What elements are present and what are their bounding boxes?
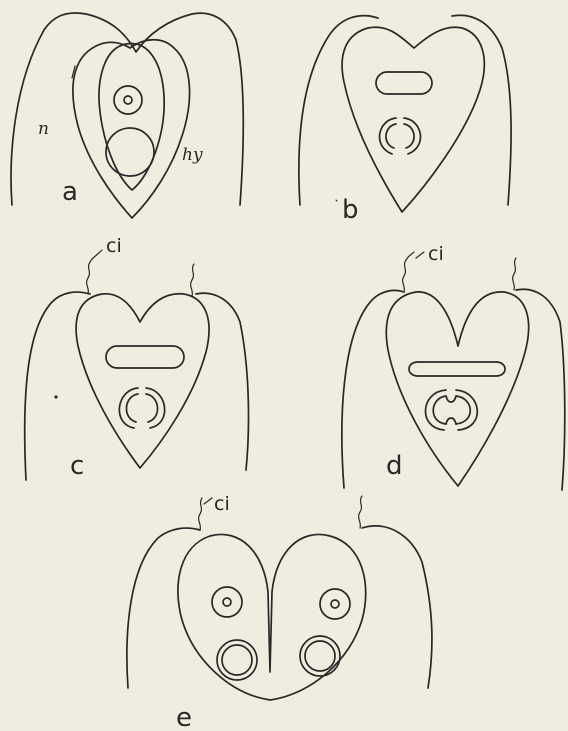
- label-n: n: [38, 119, 49, 139]
- panel-e-nucleus-right-core: [331, 600, 339, 608]
- panel-e-cilium-left: [199, 498, 202, 530]
- panel-d: ci d: [342, 243, 565, 490]
- panel-d-label: d: [386, 451, 403, 481]
- panel-e-body: [178, 534, 366, 700]
- panel-d-ci-leader: [416, 252, 424, 258]
- panel-e-nucleus-right: [320, 589, 350, 619]
- panel-c: ci c: [25, 235, 249, 481]
- panel-a-lower-sphere: [106, 128, 154, 176]
- panel-e-label: e: [176, 703, 192, 731]
- panel-a-label: a: [62, 177, 78, 207]
- panel-e-nucleus-left-core: [223, 598, 231, 606]
- panel-d-cilium-right: [513, 258, 516, 290]
- panel-c-heart: [76, 294, 209, 468]
- panel-d-nucleus-right-inner: [456, 396, 470, 424]
- panel-b-outer-tissue: [299, 16, 378, 205]
- panel-e-ring-left-inner: [222, 645, 252, 675]
- panel-b-ring-left-inner: [386, 124, 396, 148]
- panel-d-nucleus-left-inner: [433, 396, 446, 424]
- panel-c-cilium-left: [87, 250, 102, 294]
- panel-a-nucleus-center: [124, 96, 132, 104]
- panel-d-outer-right: [516, 289, 565, 490]
- panel-c-label: c: [70, 451, 84, 481]
- panel-b-ring-right-inner: [404, 124, 414, 148]
- panel-a-inner-cell: [99, 44, 164, 190]
- panel-e-outer-right: [362, 526, 432, 688]
- panel-b-label: b: [342, 195, 359, 225]
- panel-d-cilium-left: [403, 252, 414, 292]
- panel-b-heart: [342, 27, 484, 212]
- panel-b-outer-tissue-right: [452, 15, 511, 205]
- panel-e-nucleus-left: [212, 587, 242, 617]
- panel-d-vacuole: [409, 362, 505, 376]
- panel-c-cilium-right: [191, 264, 194, 296]
- panel-e-cilium-right: [359, 496, 362, 528]
- panel-e-ci-leader: [204, 498, 212, 504]
- panel-e-ring-right-inner: [305, 641, 335, 671]
- panel-a: n hy a: [11, 13, 243, 218]
- panel-d-heart: [386, 292, 528, 486]
- panel-a-nucleus-ring: [114, 86, 142, 114]
- panel-c-vacuole: [106, 346, 184, 368]
- panel-c-ring-left-inner: [126, 394, 138, 422]
- label-hy: hy: [182, 145, 203, 165]
- label-ci-c: ci: [106, 235, 122, 257]
- panel-b: b: [299, 15, 511, 225]
- panel-b-vacuole: [376, 72, 432, 94]
- panel-d-nucleus-neck: [446, 396, 456, 424]
- panel-b-tick: [336, 200, 337, 201]
- label-ci-e: ci: [214, 493, 230, 515]
- panel-c-ring-right-inner: [146, 394, 158, 422]
- panel-e-ring-left-outer: [217, 640, 257, 680]
- label-ci-d: ci: [428, 243, 444, 265]
- panel-e: ci e: [127, 493, 432, 731]
- panel-e-ring-right-outer: [300, 636, 340, 676]
- panel-c-outer-right: [196, 293, 248, 470]
- panel-c-dot: [54, 395, 57, 398]
